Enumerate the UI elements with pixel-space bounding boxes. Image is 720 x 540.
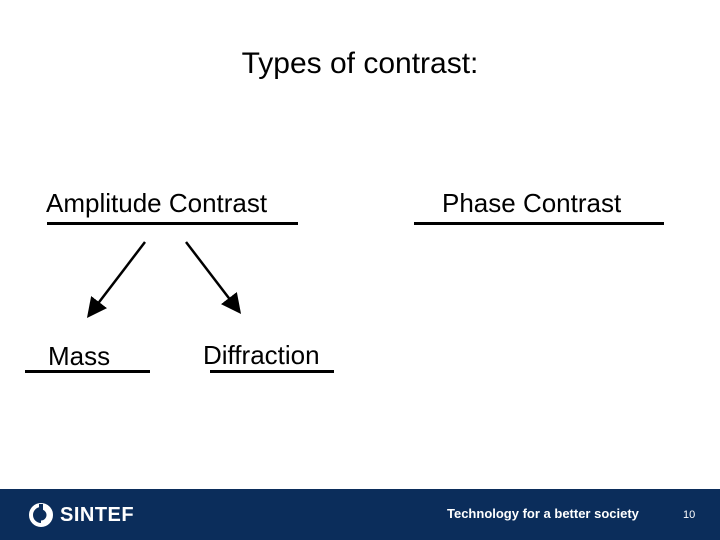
phase-contrast-label: Phase Contrast <box>442 188 622 218</box>
arrow-to-diffraction <box>185 241 242 314</box>
diffraction-label: Diffraction <box>203 340 320 370</box>
sintef-logo-icon <box>29 503 53 527</box>
amplitude-contrast-underline <box>47 222 298 225</box>
sintef-logo: SINTEF <box>28 502 134 528</box>
hierarchy-arrows <box>86 241 242 318</box>
mass-label: Mass <box>48 341 111 371</box>
footer-tagline: Technology for a better society <box>447 506 639 521</box>
logo-text: SINTEF <box>60 504 135 526</box>
page-number: 10 <box>683 509 696 521</box>
footer-bar: SINTEF Technology for a better society 1… <box>0 489 720 540</box>
amplitude-contrast-label: Amplitude Contrast <box>46 188 268 218</box>
phase-contrast-underline <box>414 222 664 225</box>
slide-title: Types of contrast: <box>241 47 479 80</box>
arrow-to-mass <box>86 241 146 318</box>
diffraction-underline <box>210 370 334 373</box>
mass-underline <box>25 370 150 373</box>
